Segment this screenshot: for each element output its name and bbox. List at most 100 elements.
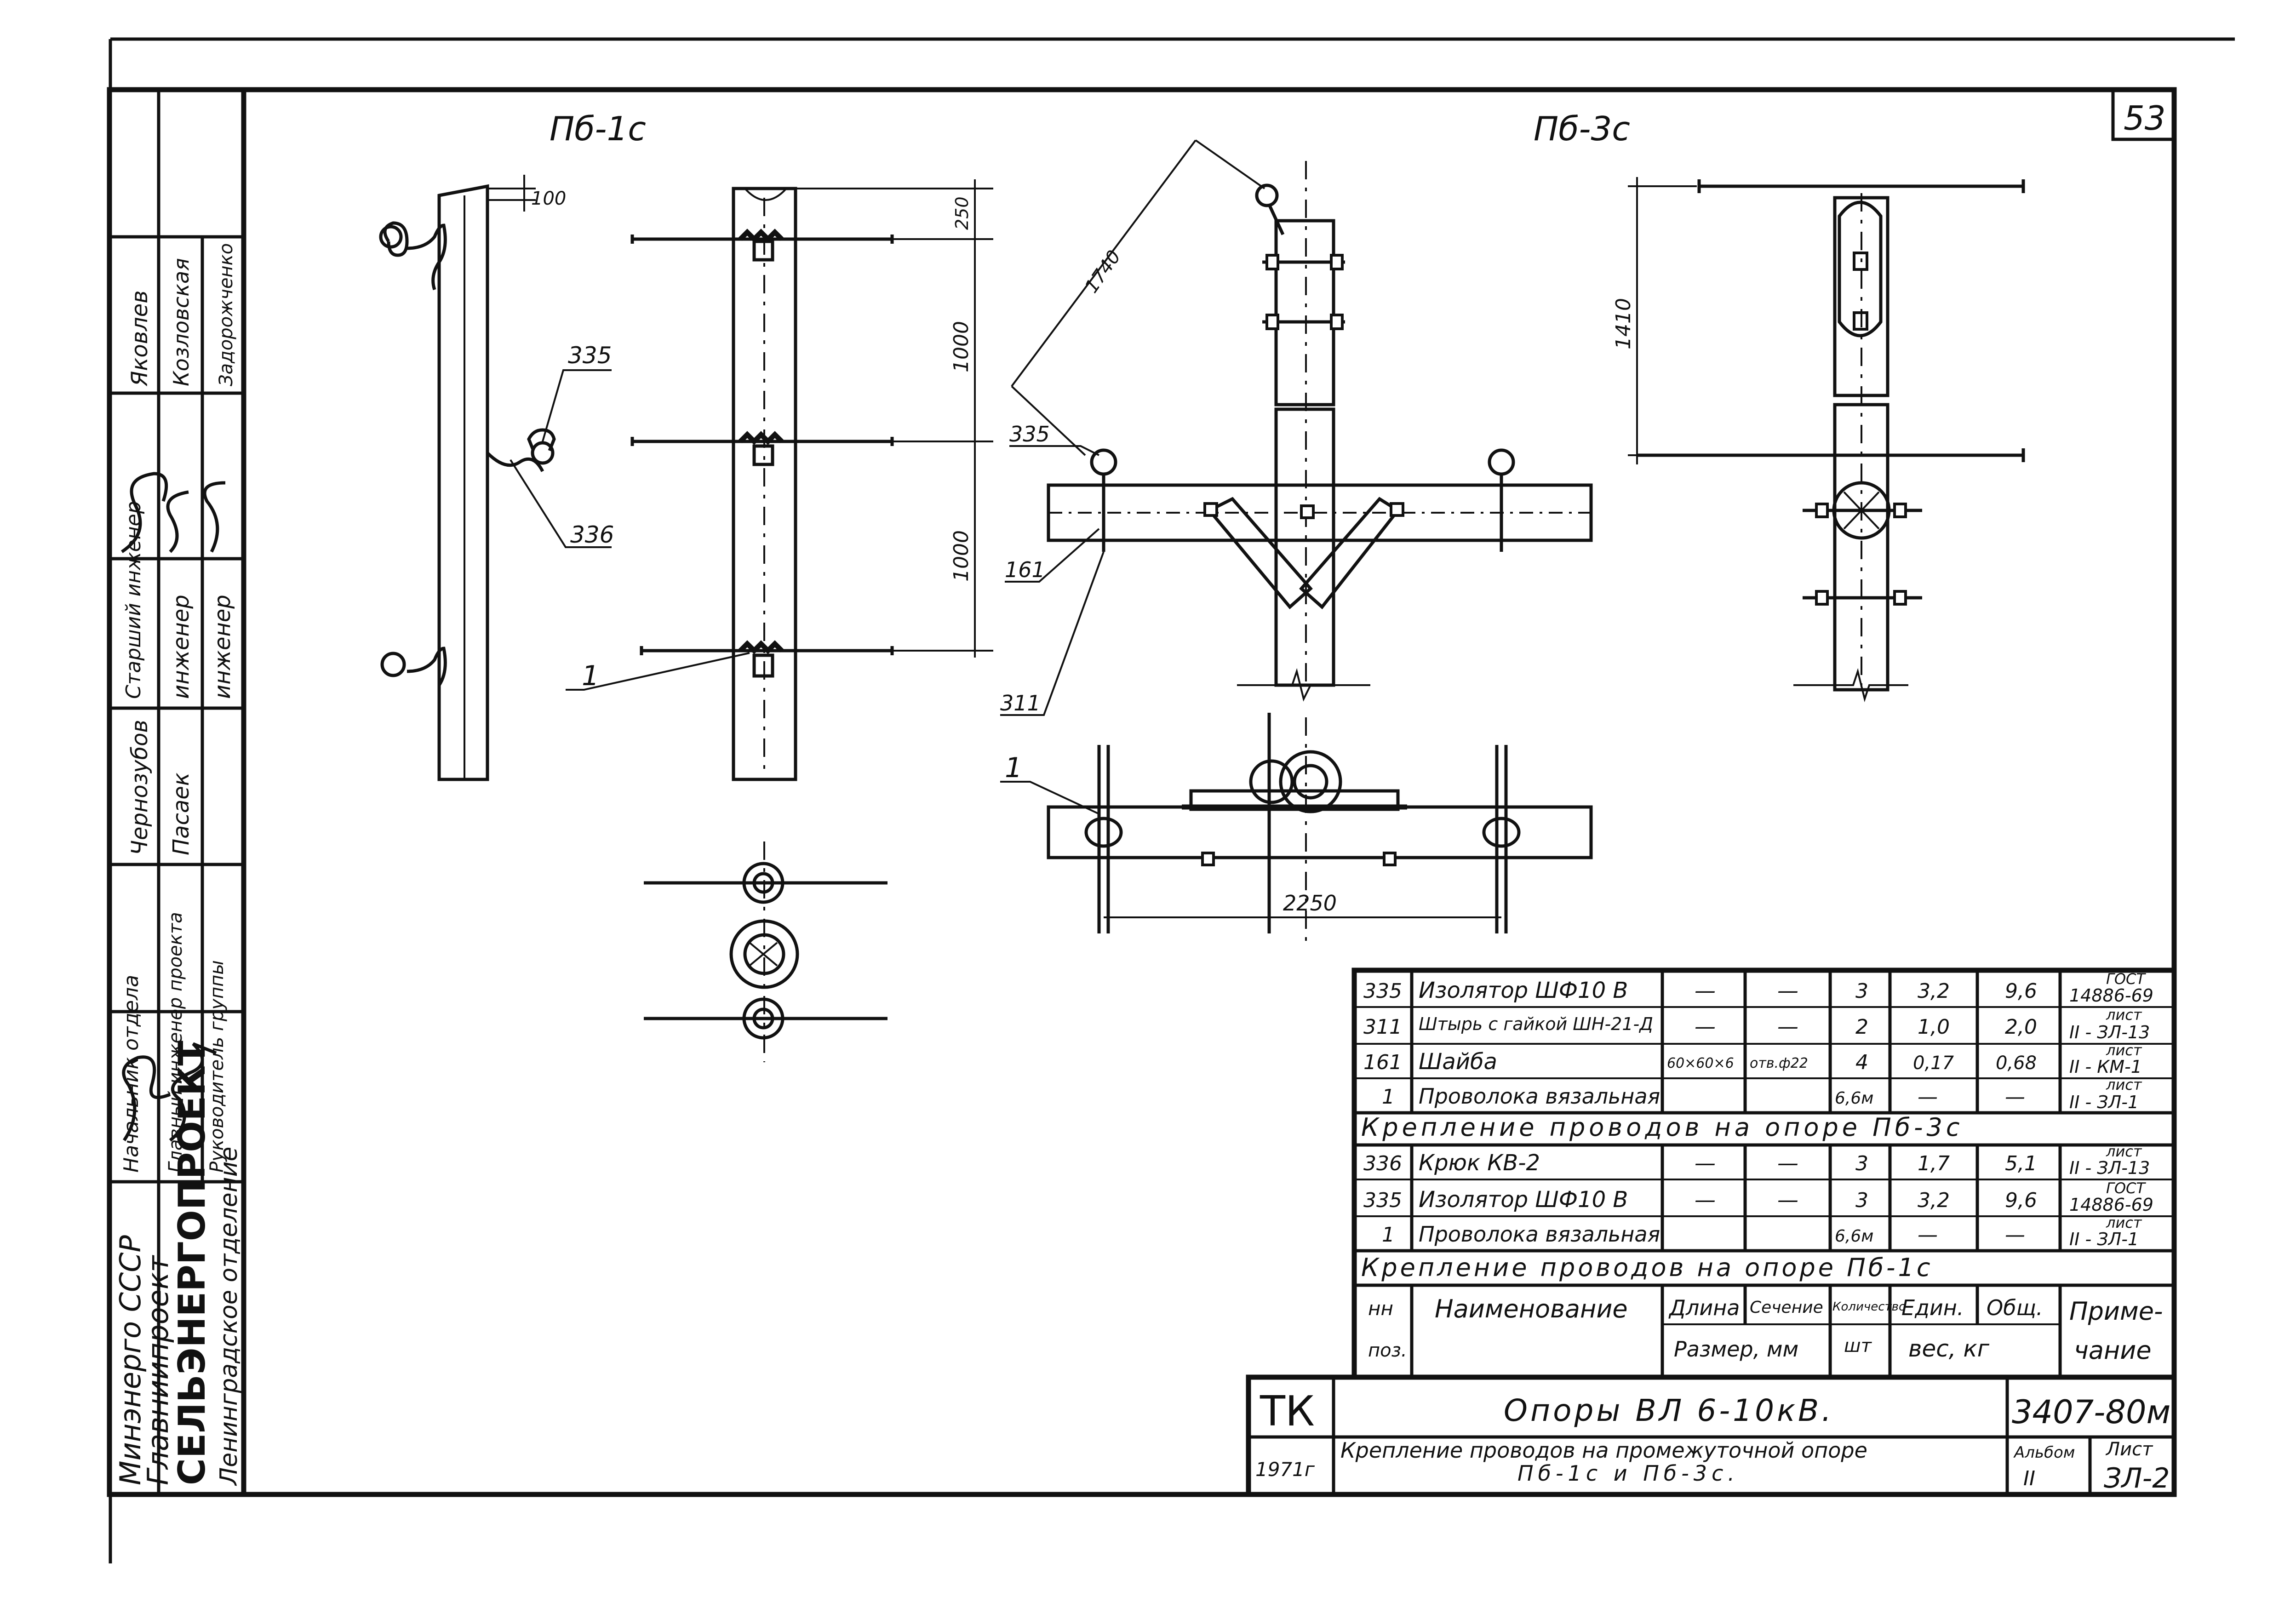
title-year: 1971г — [1255, 1458, 1315, 1481]
pole-pb1c-side-view: 100 335 336 — [379, 175, 614, 781]
sheet-number-box: 53 — [2111, 88, 2176, 141]
table-cell: II - ЗЛ-13 — [2069, 1022, 2150, 1042]
table-cell: — — [1695, 1187, 1716, 1212]
table-cell: 161 — [1363, 1051, 1402, 1074]
dim-2250: 2250 — [1283, 891, 1337, 916]
signature-3 — [121, 472, 168, 553]
insulator-bottom-left — [380, 647, 447, 686]
title-block: ТК 1971г Опоры ВЛ 6-10кВ. Крепление пров… — [1246, 1374, 2177, 1497]
table-cell: 1 — [1382, 1223, 1395, 1247]
stamp-role-2: Главный инженер проекта — [165, 912, 186, 1173]
callout-336-left: 336 — [570, 521, 614, 548]
table-cell: лист — [2106, 1042, 2142, 1059]
table-cell: 4 — [1855, 1051, 1868, 1074]
table-cell: Крюк КВ-2 — [1419, 1150, 1540, 1176]
table-cell: II - ЗЛ-13 — [2069, 1158, 2150, 1178]
title-sheet-no: ЗЛ-2 — [2104, 1462, 2170, 1494]
table-cell: 14886-69 — [2069, 985, 2153, 1006]
table-cell: — — [1777, 1150, 1798, 1175]
table-cell: 9,6 — [2005, 1189, 2037, 1212]
col-header-weight: вес, кг — [1908, 1335, 1990, 1362]
title-sub2: Пб-1с и Пб-3с. — [1517, 1461, 1739, 1486]
table-cell: 9,6 — [2005, 979, 2037, 1003]
table-cell: 0,68 — [1996, 1053, 2037, 1074]
sheet-frame — [107, 37, 2235, 1563]
table-cell: 6,6м — [1835, 1227, 1873, 1246]
table-cell: 14886-69 — [2069, 1195, 2153, 1215]
stamp-name-4: Козловская — [169, 258, 194, 386]
col-header-note1: Приме- — [2069, 1297, 2163, 1326]
table-cell: 5,1 — [2005, 1152, 2037, 1175]
stamp-org1: Минэнерго СССР — [114, 1235, 147, 1485]
title-doc-no: 3407-80м — [2012, 1393, 2170, 1431]
table-cell: Проволока вязальная — [1419, 1222, 1660, 1247]
table-cell: 3 — [1855, 1152, 1868, 1175]
table-cell: Изолятор ШФ10 В — [1419, 978, 1628, 1003]
title-main: Опоры ВЛ 6-10кВ. — [1504, 1393, 1834, 1428]
dim-1000-a: 1000 — [950, 321, 973, 372]
table-cell: 335 — [1363, 979, 1402, 1003]
table-cell: Проволока вязальная — [1419, 1084, 1660, 1109]
dim-100: 100 — [531, 188, 566, 209]
table-cell: 0,17 — [1913, 1053, 1954, 1074]
dim-1000-b: 1000 — [950, 530, 973, 582]
table-cell: 60×60×6 — [1667, 1055, 1734, 1071]
stamp-name-1: Чернозубов — [127, 720, 153, 855]
col-header-total: Общ. — [1987, 1295, 2043, 1320]
right-view-title: Пб-3с — [1534, 109, 1630, 148]
table-cell: 2,0 — [2005, 1015, 2037, 1039]
table-cell: ГОСТ — [2106, 1179, 2146, 1197]
col-header-qty2: шт — [1844, 1335, 1872, 1356]
dim-1410: 1410 — [1612, 298, 1635, 349]
left-view-title: Пб-1с — [550, 109, 646, 148]
table-cell: — — [2005, 1223, 2025, 1247]
spec-header-3c: Крепление проводов на опоре Пб-3с — [1361, 1113, 1964, 1142]
signature-4 — [166, 490, 189, 553]
table-cell: 3,2 — [1918, 979, 1950, 1003]
spec-rows-1c: 336 Крюк КВ-2 — — 3 1,7 5,1 лист II - ЗЛ… — [1363, 1143, 2153, 1249]
callout-335-right: 335 — [1009, 422, 1050, 446]
table-cell: 3,2 — [1918, 1189, 1950, 1212]
spec-col-headers: нн поз. Наименование Длина Сечение Разме… — [1368, 1294, 2163, 1365]
table-cell: 1,0 — [1918, 1015, 1950, 1039]
col-header-name: Наименование — [1435, 1294, 1628, 1323]
dim-250: 250 — [952, 196, 972, 230]
signature-2 — [169, 1042, 217, 1142]
table-cell: — — [1777, 978, 1798, 1003]
stamp-role-3: Руководитель группы — [206, 960, 228, 1173]
col-header-pos: поз. — [1368, 1340, 1407, 1361]
table-cell: ГОСТ — [2106, 970, 2146, 988]
stamp-name-5: Задорожченко — [216, 243, 237, 386]
spec-header-1c: Крепление проводов на опоре Пб-1с — [1361, 1253, 1933, 1282]
pole-pb1c-front-view: 250 1000 1000 1 — [566, 179, 993, 781]
table-cell: II - ЗЛ-1 — [2069, 1092, 2139, 1112]
callout-335-left: 335 — [568, 342, 612, 369]
sheet-number: 53 — [2124, 99, 2166, 137]
table-cell: лист — [2106, 1076, 2142, 1093]
col-header-note2: чание — [2074, 1336, 2152, 1365]
table-cell: II - КМ-1 — [2069, 1057, 2142, 1077]
stamp-role-5: инженер — [168, 595, 194, 699]
col-header-size: Размер, мм — [1674, 1337, 1798, 1362]
table-cell: 3 — [1855, 1189, 1868, 1212]
callout-311-right: 311 — [1000, 691, 1041, 715]
table-cell: 6,6м — [1835, 1089, 1873, 1108]
table-cell: 2 — [1855, 1015, 1868, 1039]
col-header-qty1: Количество — [1832, 1300, 1906, 1314]
table-cell: — — [1777, 1014, 1798, 1039]
callout-1-left: 1 — [582, 660, 599, 692]
table-cell: 335 — [1363, 1189, 1402, 1212]
spec-table-columns — [1410, 970, 2062, 1377]
table-cell: 311 — [1363, 1015, 1402, 1039]
callout-161-right: 161 — [1005, 557, 1045, 582]
table-cell: — — [1918, 1085, 1938, 1109]
table-cell: отв.ф22 — [1750, 1055, 1808, 1071]
pole-pb3c-front-view: 1740 335 161 311 — [1000, 139, 1593, 716]
table-cell: 336 — [1363, 1152, 1402, 1175]
insulator-top-left — [379, 221, 447, 291]
pole-pb1c-plan-view — [644, 841, 887, 1062]
spec-rows-3c: 335 Изолятор ШФ10 В — — 3 3,2 9,6 ГОСТ 1… — [1363, 970, 2153, 1112]
spec-table: 335 Изолятор ШФ10 В — — 3 3,2 9,6 ГОСТ 1… — [1351, 967, 2177, 1380]
table-cell: — — [1695, 978, 1716, 1003]
title-sheet-label: Лист — [2105, 1439, 2153, 1460]
